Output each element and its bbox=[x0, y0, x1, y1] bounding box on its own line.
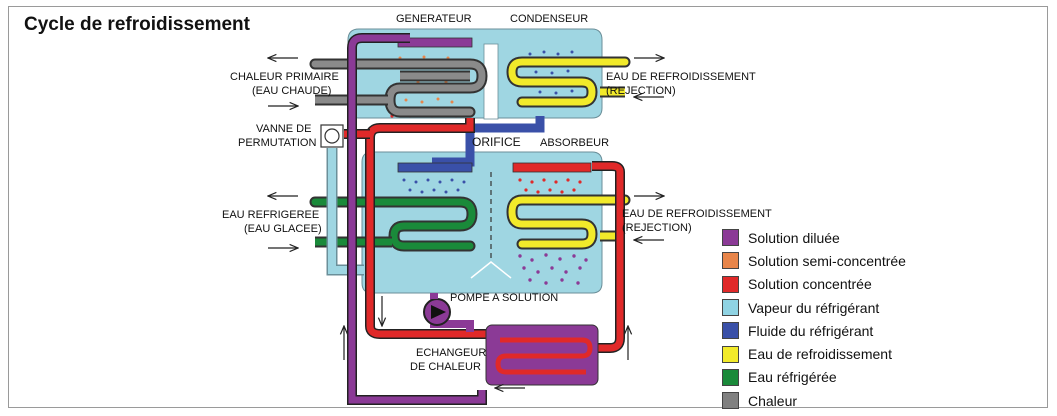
legend-swatch bbox=[722, 345, 739, 363]
legend-label: Chaleur bbox=[748, 392, 798, 409]
legend-label: Vapeur du réfrigérant bbox=[748, 299, 880, 316]
label-rejection-mid: (REJECTION) bbox=[622, 222, 692, 234]
legend-label: Solution diluée bbox=[748, 229, 840, 246]
evaporator-spray-header bbox=[397, 162, 473, 173]
absorber-red-dots bbox=[518, 178, 582, 194]
legend-item: Solution concentrée bbox=[722, 273, 962, 296]
legend-label: Fluide du réfrigérant bbox=[748, 322, 874, 339]
label-eau-refroid-top: EAU DE REFROIDISSEMENT bbox=[606, 71, 756, 83]
label-pompe: POMPE A SOLUTION bbox=[450, 292, 558, 304]
label-permutation: PERMUTATION bbox=[238, 137, 316, 149]
label-rejection-top: (REJECTION) bbox=[606, 85, 676, 97]
label-orifice: ORIFICE bbox=[472, 135, 521, 149]
vessel-bottom-v bbox=[470, 261, 512, 279]
legend-item: Eau de refroidissement bbox=[722, 342, 962, 365]
legend-swatch bbox=[722, 229, 739, 247]
absorber-purple-dots bbox=[518, 253, 588, 285]
legend-swatch bbox=[722, 392, 739, 410]
condenser-dots bbox=[528, 50, 574, 95]
legend-swatch bbox=[722, 252, 739, 270]
solution-pump bbox=[423, 298, 451, 326]
permutation-valve bbox=[320, 124, 344, 148]
label-chaleur-primaire: CHALEUR PRIMAIRE bbox=[230, 71, 339, 83]
heat-exchanger-coil bbox=[495, 337, 593, 375]
legend-item: Chaleur bbox=[722, 389, 962, 412]
label-absorbeur: ABSORBEUR bbox=[540, 137, 609, 149]
legend-item: Solution diluée bbox=[722, 226, 962, 249]
legend-label: Eau de refroidissement bbox=[748, 346, 892, 363]
label-echangeur: ECHANGEUR bbox=[416, 347, 486, 359]
label-generateur: GENERATEUR bbox=[396, 13, 472, 25]
legend-label: Solution concentrée bbox=[748, 276, 872, 293]
legend-swatch bbox=[722, 368, 739, 386]
legend-swatch bbox=[722, 299, 739, 317]
evaporator-dots bbox=[402, 178, 466, 194]
condenser-coil bbox=[506, 56, 631, 108]
legend-item: Vapeur du réfrigérant bbox=[722, 296, 962, 319]
absorber-spray-header bbox=[512, 162, 592, 173]
label-eau-glacee: (EAU GLACEE) bbox=[244, 223, 322, 235]
legend-label: Eau réfrigérée bbox=[748, 369, 837, 386]
legend-item: Eau réfrigérée bbox=[722, 366, 962, 389]
label-eau-refrigeree: EAU REFRIGEREE bbox=[222, 209, 319, 221]
legend-item: Solution semi-concentrée bbox=[722, 249, 962, 272]
flow-arrows bbox=[268, 58, 664, 388]
legend-swatch bbox=[722, 322, 739, 340]
legend-label: Solution semi-concentrée bbox=[748, 252, 906, 269]
label-eau-refroid-mid: EAU DE REFROIDISSEMENT bbox=[622, 208, 772, 220]
label-eau-chaude: (EAU CHAUDE) bbox=[252, 85, 331, 97]
legend-swatch bbox=[722, 275, 739, 293]
diagram-title: Cycle de refroidissement bbox=[24, 14, 250, 35]
legend-item: Fluide du réfrigérant bbox=[722, 319, 962, 342]
label-vanne: VANNE DE bbox=[256, 123, 311, 135]
label-condenseur: CONDENSEUR bbox=[510, 13, 588, 25]
label-de-chaleur: DE CHALEUR bbox=[410, 361, 481, 373]
